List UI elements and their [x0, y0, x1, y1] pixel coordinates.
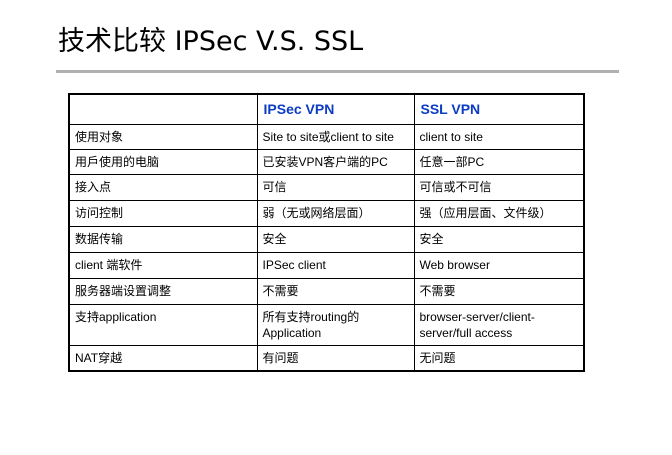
table-row: NAT穿越 有问题 无问题 — [68, 344, 585, 372]
ssl-cell: 任意一部PC — [413, 148, 585, 175]
header-row: IPSec VPN SSL VPN — [68, 93, 585, 125]
header-ssl-vpn: SSL VPN — [413, 93, 585, 125]
ssl-cell: browser-server/client-server/full access — [413, 303, 585, 346]
ipsec-cell: 可信 — [256, 173, 415, 201]
row-label: client 端软件 — [68, 251, 258, 279]
table-row: 接入点 可信 可信或不可信 — [68, 173, 585, 201]
ssl-cell: 无问题 — [413, 344, 585, 372]
row-label: NAT穿越 — [68, 344, 258, 372]
ipsec-cell: 已安装VPN客户端的PC — [256, 148, 415, 175]
row-label: 使用对象 — [68, 123, 258, 150]
ipsec-cell: 安全 — [256, 225, 415, 253]
row-label: 用戶使用的电脑 — [68, 148, 258, 175]
table-row: 使用对象 Site to site或client to site client … — [68, 123, 585, 150]
header-ipsec-vpn: IPSec VPN — [256, 93, 415, 125]
ipsec-cell: 不需要 — [256, 277, 415, 305]
ipsec-cell: 所有支持routing的Application — [256, 303, 415, 346]
ipsec-cell: 弱（无或网络层面） — [256, 199, 415, 227]
table-row: 服务器端设置调整 不需要 不需要 — [68, 277, 585, 305]
table-row: client 端软件 IPSec client Web browser — [68, 251, 585, 279]
ipsec-cell: Site to site或client to site — [256, 123, 415, 150]
table-row: 访问控制 弱（无或网络层面） 强（应用层面、文件级） — [68, 199, 585, 227]
ssl-cell: client to site — [413, 123, 585, 150]
ssl-cell: Web browser — [413, 251, 585, 279]
row-label: 服务器端设置调整 — [68, 277, 258, 305]
ssl-cell: 强（应用层面、文件级） — [413, 199, 585, 227]
ssl-cell: 不需要 — [413, 277, 585, 305]
header-empty-cell — [68, 93, 258, 125]
comparison-table: IPSec VPN SSL VPN 使用对象 Site to site或clie… — [68, 93, 585, 372]
ssl-cell: 安全 — [413, 225, 585, 253]
ipsec-cell: 有问题 — [256, 344, 415, 372]
row-label: 支持application — [68, 303, 258, 346]
table-row: 数据传输 安全 安全 — [68, 225, 585, 253]
table-row: 用戶使用的电脑 已安装VPN客户端的PC 任意一部PC — [68, 148, 585, 175]
row-label: 数据传输 — [68, 225, 258, 253]
title-underline — [56, 70, 619, 73]
ipsec-cell: IPSec client — [256, 251, 415, 279]
row-label: 接入点 — [68, 173, 258, 201]
slide-title: 技术比较 IPSec V.S. SSL — [58, 26, 364, 57]
ssl-cell: 可信或不可信 — [413, 173, 585, 201]
table-row: 支持application 所有支持routing的Application br… — [68, 303, 585, 346]
row-label: 访问控制 — [68, 199, 258, 227]
